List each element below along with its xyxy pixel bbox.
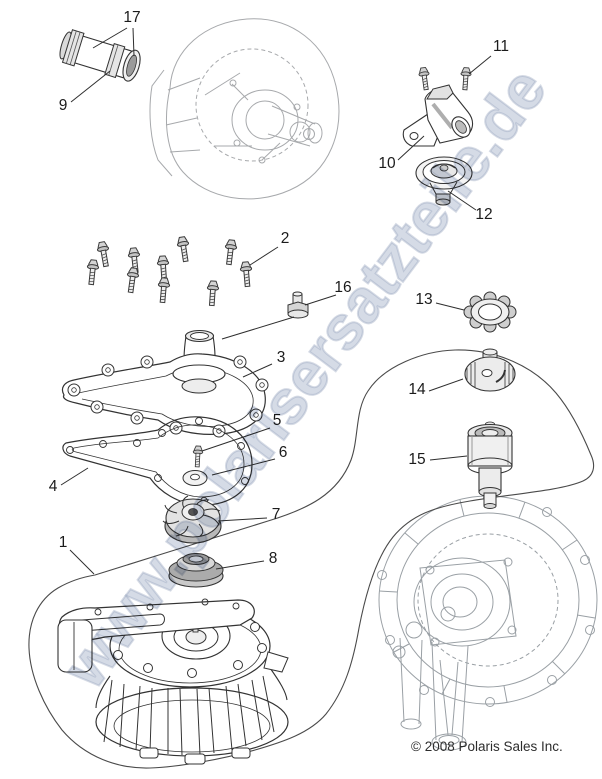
part-7-impeller bbox=[162, 495, 222, 544]
leader-line-15 bbox=[429, 455, 468, 461]
callout-3: 3 bbox=[277, 349, 286, 366]
callout-16: 16 bbox=[334, 279, 351, 296]
leader-line-3 bbox=[242, 363, 273, 378]
part-2-bolts bbox=[85, 235, 254, 307]
leader-line-1 bbox=[69, 549, 95, 575]
part-13-lock-washer bbox=[463, 291, 517, 333]
leader-line-8 bbox=[215, 560, 265, 570]
part-12-thermostat bbox=[415, 156, 473, 206]
callout-13: 13 bbox=[415, 291, 432, 308]
callout-8: 8 bbox=[269, 550, 278, 567]
callout-9: 9 bbox=[59, 97, 68, 114]
callout-layer: 17 9 11 10 12 2 16 13 3 14 5 6 15 4 7 1 8 bbox=[49, 9, 509, 575]
callout-7: 7 bbox=[272, 506, 281, 523]
crankcase-reference-bottom-right bbox=[377, 492, 598, 751]
leader-line-13 bbox=[435, 302, 465, 311]
callout-11: 11 bbox=[493, 38, 509, 55]
callout-15: 15 bbox=[408, 451, 425, 468]
leader-line-17 bbox=[92, 27, 128, 49]
leader-line-10 bbox=[397, 135, 425, 161]
leader-line-16 bbox=[221, 316, 295, 340]
part-10-thermostat-housing bbox=[402, 84, 474, 147]
part-3-water-pump-cover bbox=[61, 329, 269, 438]
leader-line-11 bbox=[468, 55, 492, 75]
part-8-seal bbox=[168, 553, 224, 588]
part-14-rotor bbox=[464, 348, 516, 392]
callout-4: 4 bbox=[49, 478, 58, 495]
leader-line-17 bbox=[132, 27, 135, 57]
leader-line-14 bbox=[428, 378, 464, 392]
callout-14: 14 bbox=[408, 381, 426, 398]
part-9-hose bbox=[59, 29, 141, 82]
callout-17: 17 bbox=[123, 9, 140, 26]
leader-line-7 bbox=[217, 517, 268, 522]
part-4-gasket bbox=[62, 416, 253, 506]
leader-line-16 bbox=[304, 294, 337, 306]
callout-10: 10 bbox=[378, 155, 396, 172]
engine-case-reference-top bbox=[149, 18, 340, 200]
callout-1: 1 bbox=[59, 534, 68, 551]
leader-line-6 bbox=[211, 458, 276, 476]
leader-line-9 bbox=[70, 70, 111, 103]
callout-12: 12 bbox=[475, 206, 492, 223]
part-1-pump-housing-cover bbox=[57, 598, 289, 765]
part-5-bolt bbox=[192, 445, 204, 468]
copyright-text: © 2008 Polaris Sales Inc. bbox=[411, 739, 563, 754]
leader-line-4 bbox=[60, 467, 89, 486]
callout-2: 2 bbox=[281, 230, 290, 247]
leader-line-2 bbox=[249, 246, 279, 266]
callout-5: 5 bbox=[273, 412, 282, 429]
leader-line-12 bbox=[447, 190, 477, 211]
leader-line-5 bbox=[201, 427, 271, 452]
part-15-bearing bbox=[467, 421, 513, 509]
callout-6: 6 bbox=[279, 444, 288, 461]
group-boundary-line bbox=[28, 349, 595, 769]
part-16-fitting bbox=[287, 291, 309, 319]
part-6-washer bbox=[182, 470, 208, 486]
